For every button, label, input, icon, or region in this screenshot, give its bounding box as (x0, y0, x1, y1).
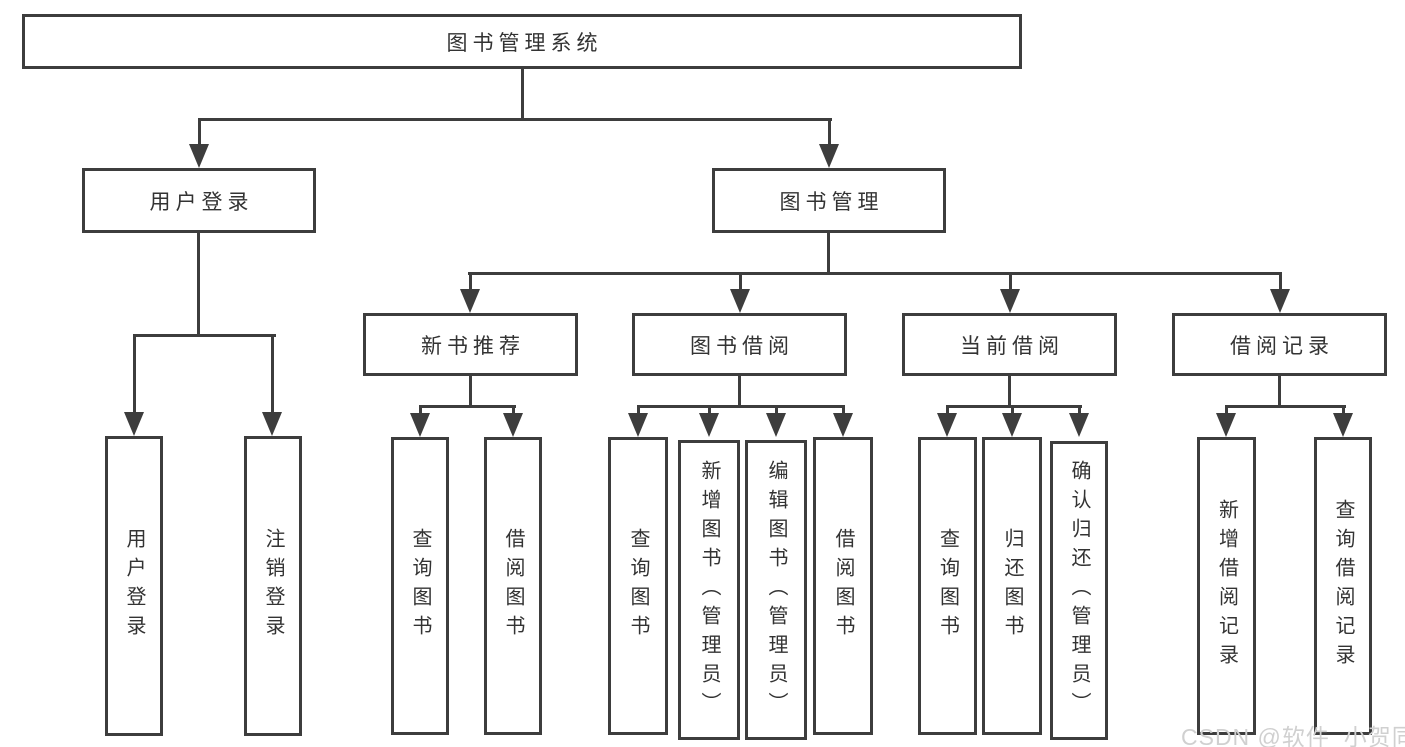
leaf-logout: 注销登录 (244, 436, 302, 736)
leaf-confirm-return-admin: 确认归还（管理员） (1050, 441, 1108, 740)
arrow-down-icon (1069, 413, 1089, 437)
connector-line (197, 233, 200, 337)
arrow-down-icon (628, 413, 648, 437)
arrow-down-icon (1000, 289, 1020, 313)
node-user-login: 用户登录 (82, 168, 316, 233)
arrow-down-icon (766, 413, 786, 437)
connector-line (946, 405, 949, 417)
leaf-query-book-borrowing: 查询图书 (608, 437, 668, 735)
connector-line (468, 272, 1282, 275)
node-label: 用户登录 (123, 528, 145, 644)
node-label: 新增借阅记录 (1215, 499, 1238, 673)
connector-line (1225, 405, 1346, 408)
arrow-down-icon (937, 413, 957, 437)
leaf-edit-book-admin: 编辑图书（管理员） (745, 440, 807, 740)
node-label: 查询借阅记录 (1332, 499, 1354, 673)
connector-line (842, 405, 845, 417)
arrow-down-icon (1002, 413, 1022, 437)
node-current-borrowing: 当前借阅 (902, 313, 1117, 376)
node-new-book-recommendation: 新书推荐 (363, 313, 578, 376)
connector-line (637, 405, 845, 408)
node-label: 查询图书 (627, 528, 649, 644)
arrow-down-icon (460, 289, 480, 313)
node-library-management-system: 图书管理系统 (22, 14, 1022, 69)
arrow-down-icon (124, 412, 144, 436)
leaf-add-book-admin: 新增图书（管理员） (678, 440, 740, 740)
connector-line (198, 118, 832, 121)
arrow-down-icon (189, 144, 209, 168)
node-label: 查询图书 (409, 528, 431, 644)
leaf-borrow-book-borrowing: 借阅图书 (813, 437, 873, 735)
leaf-return-book: 归还图书 (982, 437, 1042, 735)
node-label: 借阅图书 (502, 528, 524, 644)
node-label: 用户登录 (149, 190, 254, 214)
csdn-watermark: CSDN @软件_小贺同学 (1181, 724, 1405, 747)
node-borrowing-records: 借阅记录 (1172, 313, 1387, 376)
leaf-add-borrow-record: 新增借阅记录 (1197, 437, 1256, 735)
node-label: 注销登录 (262, 528, 284, 644)
leaf-query-book-current: 查询图书 (918, 437, 977, 735)
connector-line (1009, 272, 1012, 294)
node-label: 借阅记录 (1230, 334, 1334, 358)
connector-line (271, 334, 274, 416)
connector-line (1011, 405, 1014, 417)
connector-line (708, 405, 711, 417)
connector-line (828, 118, 831, 150)
node-label: 查询图书 (936, 528, 959, 644)
node-book-borrowing: 图书借阅 (632, 313, 847, 376)
node-label: 归还图书 (1001, 528, 1023, 644)
connector-line (512, 405, 515, 417)
connector-line (419, 405, 516, 408)
connector-line (419, 405, 422, 417)
arrow-down-icon (819, 144, 839, 168)
connector-line (133, 334, 136, 416)
arrow-down-icon (1270, 289, 1290, 313)
connector-line (946, 405, 1082, 408)
connector-line (827, 233, 830, 275)
connector-line (739, 272, 742, 294)
arrow-down-icon (833, 413, 853, 437)
connector-line (1078, 405, 1081, 417)
connector-line (198, 118, 201, 150)
node-label: 图书管理 (779, 190, 884, 214)
connector-line (1008, 376, 1011, 408)
connector-line (521, 68, 524, 120)
node-label: 新增图书（管理员） (698, 459, 720, 721)
node-label: 图书管理系统 (446, 31, 603, 55)
leaf-query-book-recommend: 查询图书 (391, 437, 449, 735)
leaf-user-login: 用户登录 (105, 436, 163, 736)
node-label: 编辑图书（管理员） (765, 459, 787, 721)
node-label: 图书借阅 (690, 334, 794, 358)
arrow-down-icon (699, 413, 719, 437)
leaf-borrow-book-recommend: 借阅图书 (484, 437, 542, 735)
node-book-management: 图书管理 (712, 168, 946, 233)
connector-line (469, 376, 472, 408)
leaf-query-borrow-record: 查询借阅记录 (1314, 437, 1372, 735)
arrow-down-icon (410, 413, 430, 437)
connector-line (637, 405, 640, 417)
connector-line (133, 334, 276, 337)
connector-line (1225, 405, 1228, 417)
node-label: 借阅图书 (832, 528, 854, 644)
node-label: 当前借阅 (960, 334, 1064, 358)
connector-line (1342, 405, 1345, 417)
node-label: 新书推荐 (421, 334, 525, 358)
arrow-down-icon (1333, 413, 1353, 437)
connector-line (469, 272, 472, 294)
connector-line (738, 376, 741, 408)
connector-line (1278, 376, 1281, 408)
connector-line (775, 405, 778, 417)
arrow-down-icon (262, 412, 282, 436)
arrow-down-icon (503, 413, 523, 437)
arrow-down-icon (730, 289, 750, 313)
arrow-down-icon (1216, 413, 1236, 437)
connector-line (1279, 272, 1282, 294)
node-label: 确认归还（管理员） (1068, 460, 1090, 721)
